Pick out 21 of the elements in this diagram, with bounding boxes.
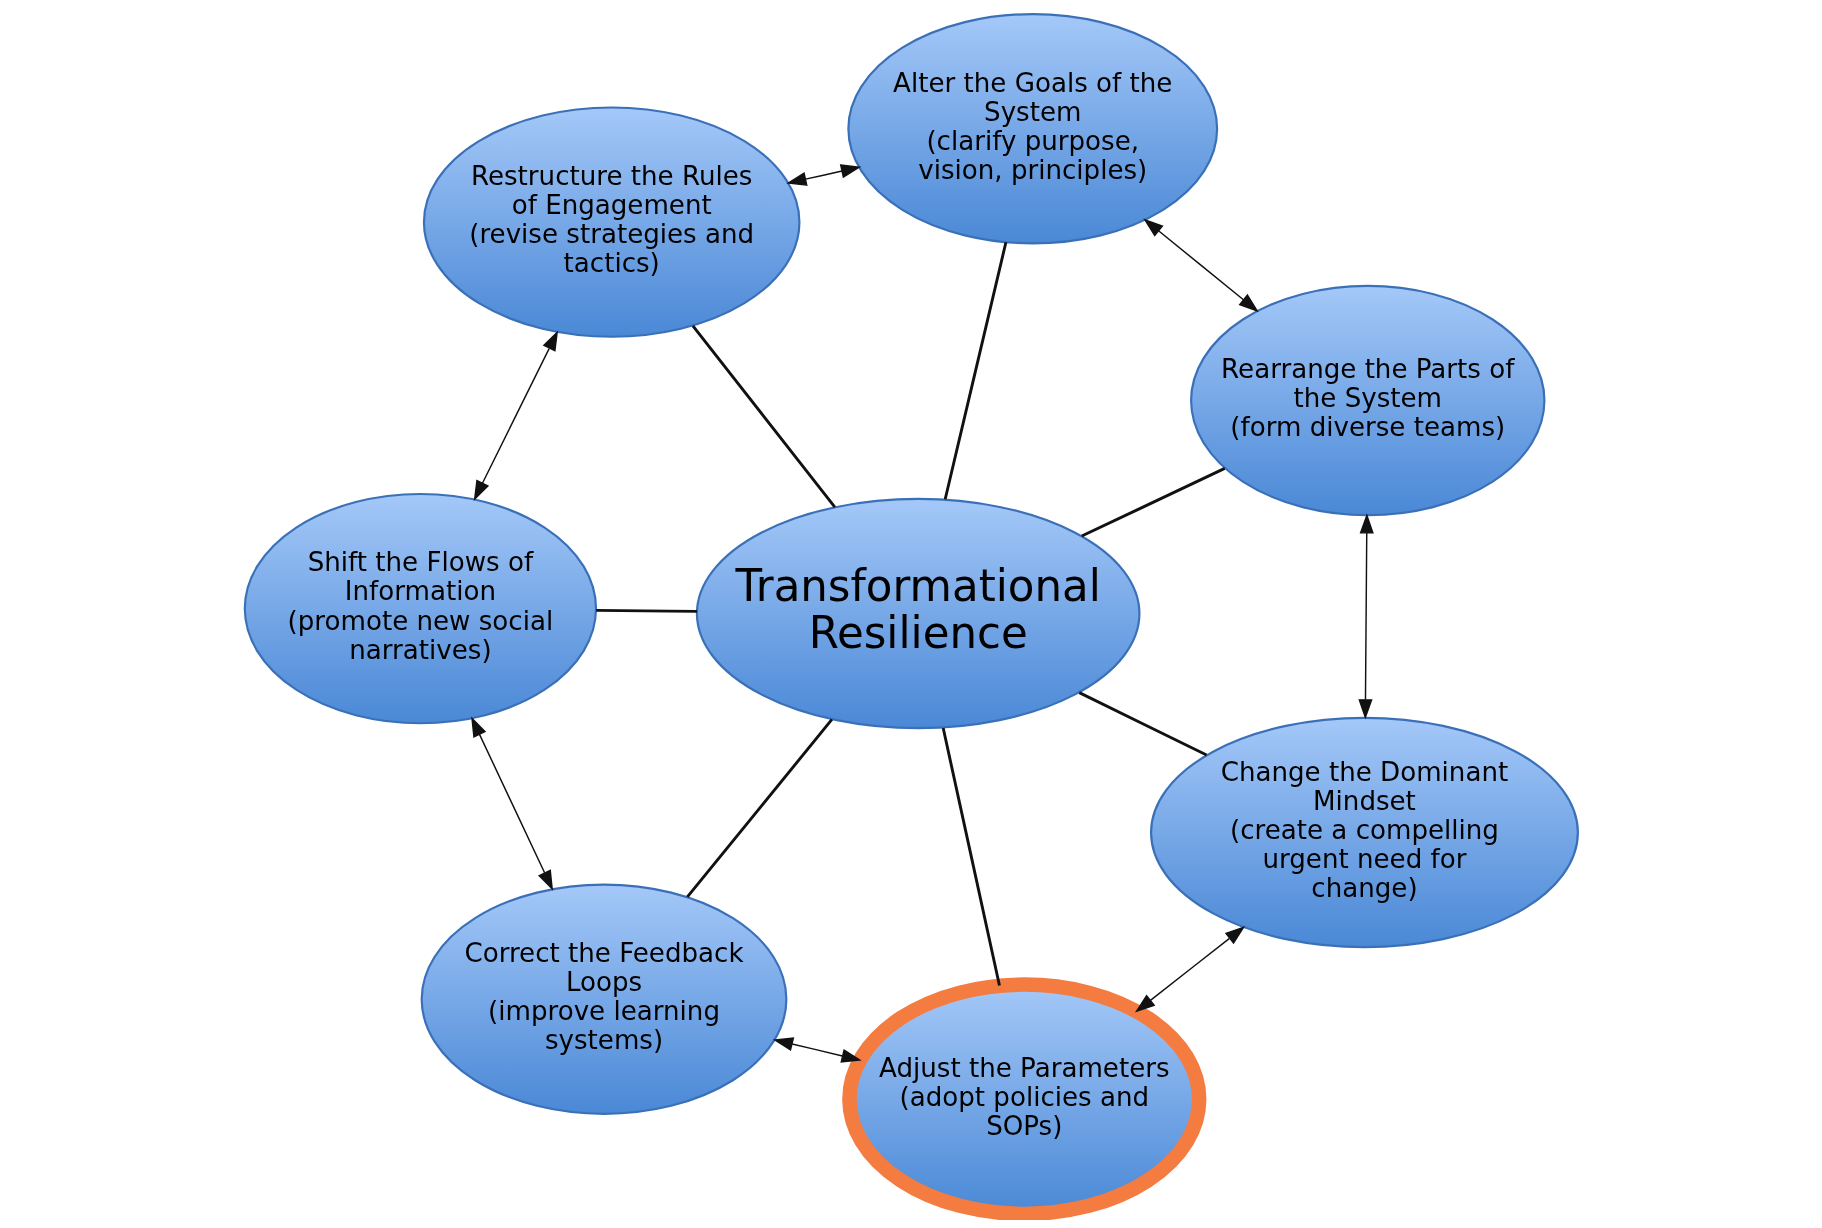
arrow (1142, 218, 1259, 313)
connector (1078, 691, 1207, 757)
connector (691, 324, 836, 508)
connector (941, 727, 1001, 986)
node-ellipse: Alter the Goals of the System (clarify purpose, vision, principles) (846, 13, 1218, 245)
node-ellipse: Restructure the Rules of Engagement (revise strategies and tactics) (422, 106, 800, 338)
arrow (772, 1037, 862, 1063)
connector (595, 608, 697, 613)
arrow (785, 164, 861, 186)
arrow (1134, 926, 1245, 1013)
node-ellipse: Transformational Resilience (695, 497, 1140, 730)
node-ellipse: Shift the Flows of Information (promote new social narratives) (243, 492, 597, 725)
arrow (470, 716, 553, 891)
arrow (473, 330, 558, 501)
arrow (1357, 513, 1374, 720)
node-ellipse: Change the Dominant Mindset (create a compelling urgent need for change) (1149, 716, 1579, 949)
connector (1080, 467, 1225, 538)
connector (943, 241, 1007, 500)
connector (685, 718, 833, 898)
node-ellipse: Rearrange the Parts of the System (form diverse teams) (1189, 284, 1545, 517)
node-ellipse: Correct the Feedback Loops (improve learning systems) (420, 883, 787, 1115)
